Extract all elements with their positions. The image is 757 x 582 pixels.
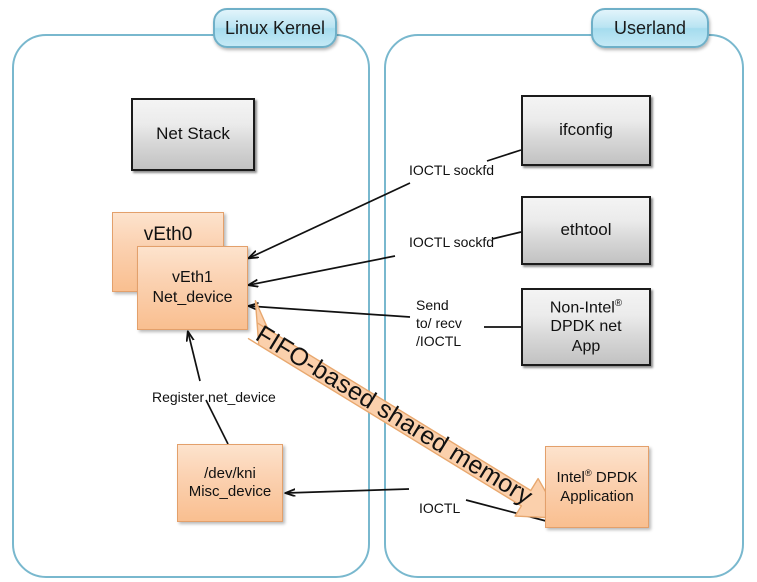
box-non-intel-dpdk-net-app: Non-Intel® DPDK net App	[521, 288, 651, 366]
box-kni-misc-device-line-0: /dev/kni	[204, 464, 256, 482]
box-kni-misc-device-line-1: Misc_device	[188, 483, 272, 500]
box-net-stack: Net Stack	[131, 98, 255, 171]
zone-title-linux-kernel-label: Linux Kernel	[224, 17, 326, 38]
box-intel-dpdk-application-line-1: Application	[560, 487, 634, 505]
box-veth0-line-0: vEth0	[143, 224, 193, 245]
edge-label-send-recv-ioctl: Send to/ recv /IOCTL	[416, 297, 462, 349]
box-ifconfig-line-0: ifconfig	[559, 120, 613, 140]
edge-label-register-net-device: Register net_device	[152, 389, 276, 405]
box-net-stack-line-0: Net Stack	[156, 124, 230, 144]
zone-title-userland: Userland	[591, 8, 709, 48]
box-ethtool: ethtool	[521, 196, 651, 265]
box-ifconfig: ifconfig	[521, 95, 651, 166]
edge-label-ioctl-sockfd-ethtool: IOCTL sockfd	[409, 234, 495, 250]
box-non-intel-dpdk-net-app-line-0: Non-Intel®	[549, 297, 623, 316]
box-non-intel-dpdk-net-app-line-2: App	[571, 337, 601, 355]
edge-label-ioctl-kni: IOCTL	[419, 500, 461, 516]
box-kni-misc-device: /dev/kni Misc_device	[177, 444, 283, 522]
box-intel-dpdk-application-line-0: Intel® DPDK	[556, 468, 638, 487]
edge-label-ioctl-sockfd-ifconfig: IOCTL sockfd	[409, 162, 495, 178]
box-ethtool-line-0: ethtool	[560, 220, 612, 240]
box-intel-dpdk-application: Intel® DPDK Application	[545, 446, 649, 528]
zone-title-userland-label: Userland	[613, 17, 687, 38]
box-veth1: vEth1 Net_device	[137, 246, 248, 330]
box-non-intel-dpdk-net-app-line-1: DPDK net	[550, 318, 622, 336]
box-veth1-line-0: vEth1	[172, 269, 213, 287]
box-veth1-line-1: Net_device	[152, 289, 233, 306]
zone-title-linux-kernel: Linux Kernel	[213, 8, 337, 48]
